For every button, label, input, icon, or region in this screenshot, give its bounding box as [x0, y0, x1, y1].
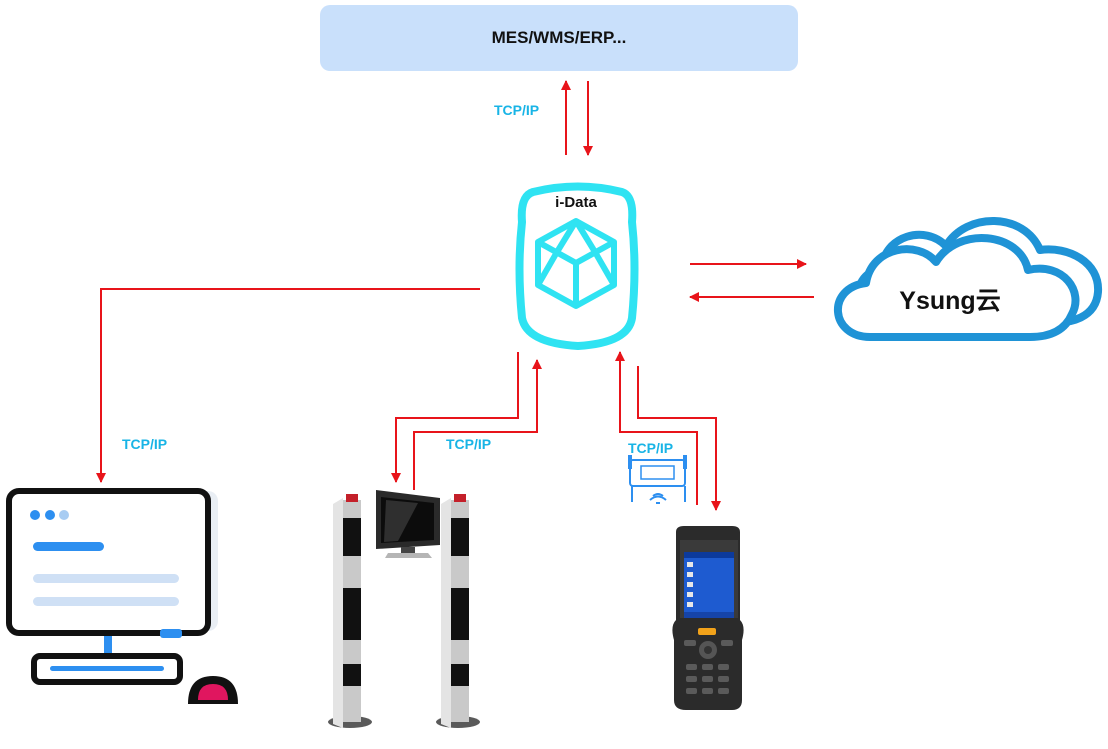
arrow-handheld-to-hub — [615, 351, 698, 505]
hub-label: i-Data — [555, 194, 597, 211]
cloud-label: Ysung云 — [899, 287, 1001, 315]
arrow-hub-to-gate — [391, 352, 519, 483]
cloud-front-shape — [834, 234, 1080, 341]
handheld-terminal — [672, 526, 744, 710]
arrow-hub-to-handheld — [637, 366, 721, 511]
protocol-label-gate: TCP/IP — [446, 436, 492, 452]
gate-pillar-left — [328, 494, 372, 728]
rfid-reader — [628, 455, 687, 504]
arrow-hub-to-pc — [96, 288, 480, 483]
arrow-gate-to-hub — [413, 359, 542, 490]
hub-cube-icon — [535, 218, 617, 309]
gate-pillar-right — [436, 494, 480, 728]
desktop-computer — [6, 488, 238, 704]
protocol-label-pc: TCP/IP — [122, 436, 168, 452]
idata-hub — [515, 182, 639, 350]
mes-wms-erp-box: MES/WMS/ERP... — [320, 5, 798, 71]
mes-wms-erp-label: MES/WMS/ERP... — [491, 28, 627, 47]
connection-arrows — [96, 80, 814, 511]
gate-monitor — [376, 490, 440, 558]
protocol-label-top: TCP/IP — [494, 102, 540, 118]
rfid-gate-with-monitor — [328, 490, 480, 728]
protocol-label-handheld: TCP/IP — [628, 440, 674, 456]
ysung-cloud — [834, 217, 1103, 341]
